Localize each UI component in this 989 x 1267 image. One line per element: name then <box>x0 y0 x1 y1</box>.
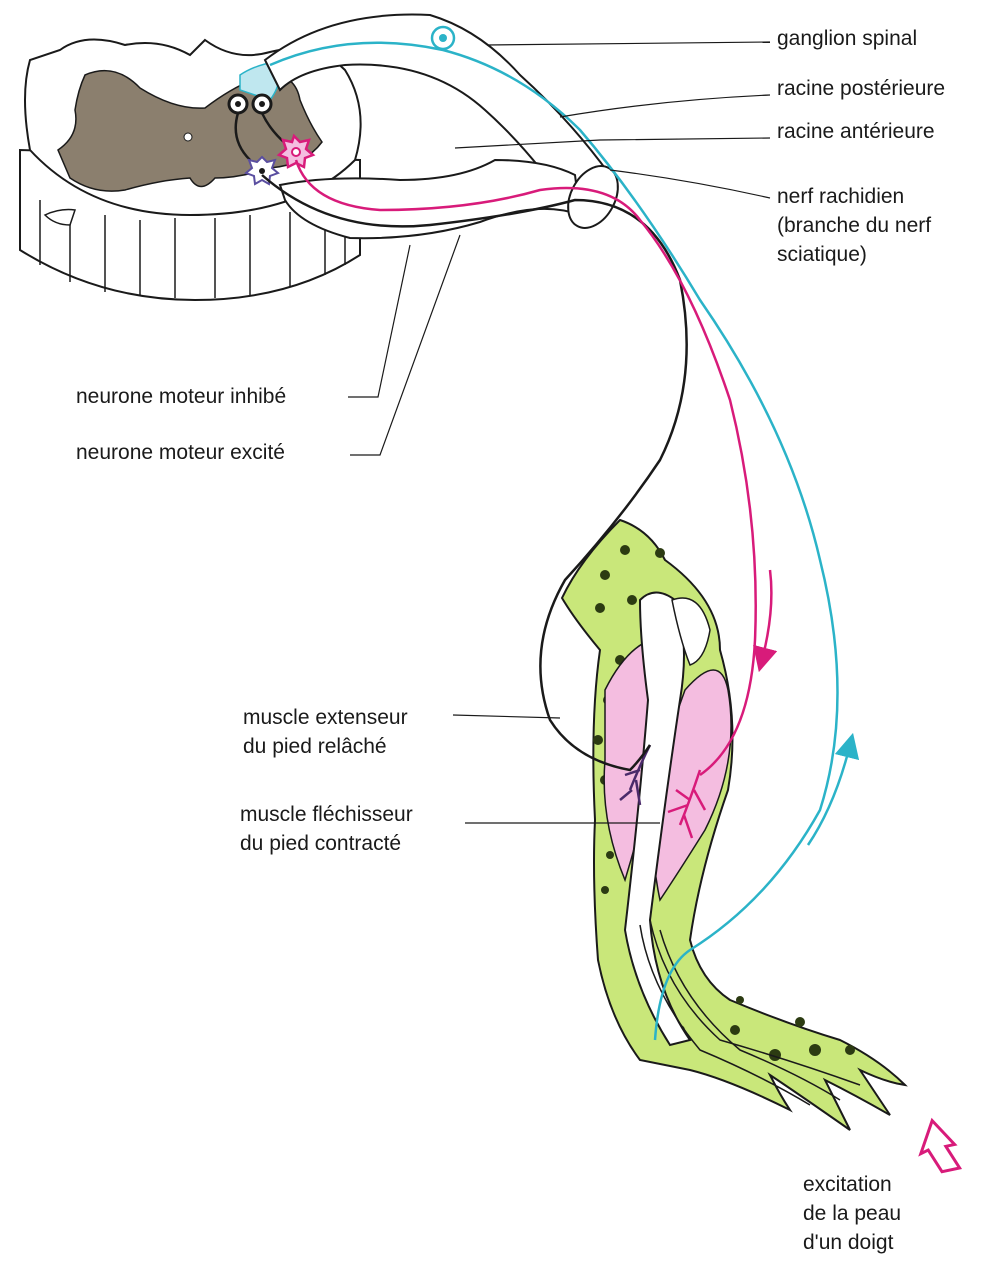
label-racine-posterieure: racine postérieure <box>777 74 945 103</box>
spinal-cord-section <box>20 40 361 300</box>
label-muscle-extenseur: muscle extenseur du pied relâché <box>243 703 408 761</box>
sensory-direction-arrow <box>808 745 850 845</box>
motor-direction-arrow <box>762 570 771 660</box>
label-muscle-flechisseur: muscle fléchisseur du pied contracté <box>240 800 413 858</box>
leg <box>562 520 905 1130</box>
label-racine-anterieure: racine antérieure <box>777 117 935 146</box>
label-ganglion-spinal: ganglion spinal <box>777 24 917 53</box>
stimulus-arrow-icon <box>915 1117 960 1175</box>
label-excitation-peau: excitation de la peau d'un doigt <box>803 1170 901 1257</box>
label-neurone-moteur-inhibe: neurone moteur inhibé <box>76 382 286 411</box>
label-neurone-moteur-excite: neurone moteur excité <box>76 438 285 467</box>
label-nerf-rachidien: nerf rachidien (branche du nerf sciatiqu… <box>777 182 931 269</box>
